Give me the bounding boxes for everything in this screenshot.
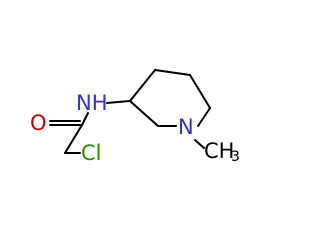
methyl-subscript: 3 [231,149,240,165]
bond-n-methyl [194,139,205,149]
bond-c3-c4 [129,69,156,102]
methyl-label: CH [204,139,234,163]
oxygen-label: O [30,111,47,135]
ring-nitrogen-label: N [178,115,194,139]
bond-c2-c3 [129,100,159,127]
structure-canvas: NH N O Cl CH 3 [30,69,240,165]
molecule-diagram: NH N O Cl CH 3 [30,69,240,165]
bonds [49,69,211,154]
bond-c6-n [197,107,211,127]
bond-c4-c5 [154,69,191,76]
chlorine-label: Cl [81,141,102,165]
bond-nh-carbonyl [81,112,89,126]
bond-nh-c3 [106,100,131,104]
bond-c5-c6 [189,74,211,109]
bond-carbonyl-ch2 [64,124,83,154]
amide-nitrogen-label: NH [76,91,108,115]
